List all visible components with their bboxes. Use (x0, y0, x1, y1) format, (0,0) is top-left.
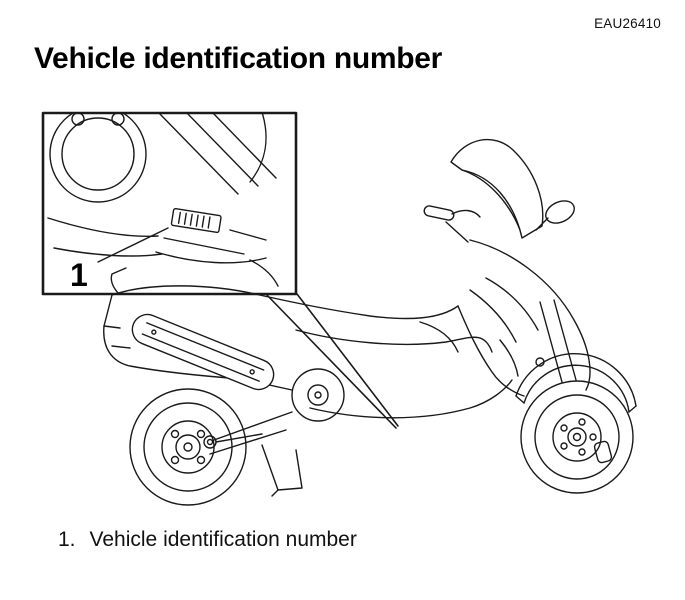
inset-box (41, 111, 298, 296)
caption-number: 1. (58, 528, 76, 551)
page-title: Vehicle identification number (34, 42, 443, 75)
handlebar (423, 205, 481, 243)
caption-text: Vehicle identification number (89, 528, 357, 551)
scooter-illustration: 1 (41, 111, 637, 506)
center-stand (261, 444, 303, 497)
inset-detail-group (47, 113, 279, 287)
vin-plate (170, 207, 222, 234)
vin-location-figure: 1 (0, 90, 685, 520)
inset-leader-line (97, 227, 169, 263)
exhaust (131, 313, 275, 391)
mirror (535, 200, 575, 231)
callout-number-1: 1 (70, 257, 88, 293)
front-wheel (520, 380, 634, 494)
leader-wedge (265, 293, 399, 429)
windshield (450, 138, 544, 239)
reference-code: EAU26410 (594, 16, 661, 31)
rear-wheel (129, 388, 247, 506)
figure-caption: 1. Vehicle identification number (58, 528, 357, 552)
front-fork (539, 299, 613, 464)
scooter-body-group (103, 138, 637, 506)
front-fender (515, 353, 637, 413)
